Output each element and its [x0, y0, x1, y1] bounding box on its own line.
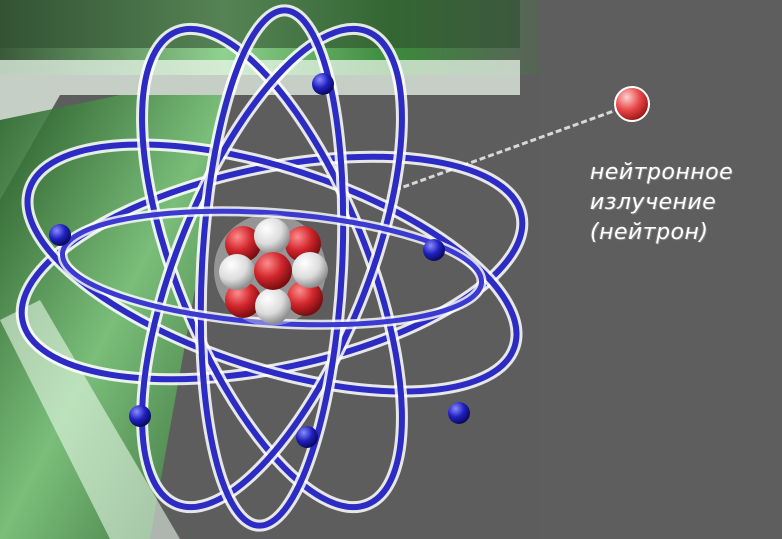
electron	[423, 239, 445, 261]
label-line-2: излучение	[590, 188, 780, 218]
emitted-neutron	[615, 87, 649, 121]
neutron	[255, 288, 291, 324]
electron	[448, 402, 470, 424]
neutron	[219, 254, 255, 290]
label-line-1: нейтронное	[590, 158, 780, 188]
neutron	[254, 218, 290, 254]
neutron	[292, 252, 328, 288]
neutron-radiation-label: нейтронное излучение (нейтрон)	[590, 158, 780, 248]
label-line-3: (нейтрон)	[590, 218, 780, 248]
proton	[254, 252, 292, 290]
electron	[312, 73, 334, 95]
electron	[296, 426, 318, 448]
electron	[49, 224, 71, 246]
electron	[129, 405, 151, 427]
nucleus	[214, 214, 328, 326]
